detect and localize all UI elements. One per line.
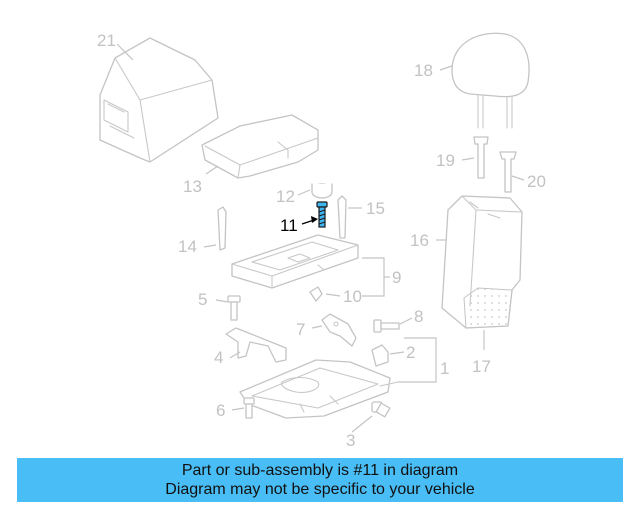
callout-9[interactable]: 9 xyxy=(392,268,401,287)
part-15-strap[interactable] xyxy=(337,195,347,239)
callout-8[interactable]: 8 xyxy=(414,307,423,326)
banner-disclaimer: Diagram may not be specific to your vehi… xyxy=(165,481,475,498)
part-16-seat-back[interactable] xyxy=(441,195,523,329)
part-14-strap[interactable] xyxy=(217,206,227,251)
callout-21[interactable]: 21 xyxy=(97,31,116,50)
callout-7[interactable]: 7 xyxy=(296,320,305,339)
callout-6[interactable]: 6 xyxy=(216,401,225,420)
callout-4[interactable]: 4 xyxy=(214,348,223,367)
part-11-bolt-highlighted[interactable] xyxy=(316,201,328,228)
part-2-block[interactable] xyxy=(371,344,389,367)
callout-19[interactable]: 19 xyxy=(436,151,455,170)
part-12-cap[interactable] xyxy=(311,183,333,199)
callout-11[interactable]: 11 xyxy=(280,216,298,235)
callout-17[interactable]: 17 xyxy=(472,357,491,376)
callout-3[interactable]: 3 xyxy=(346,431,355,450)
leader-lines xyxy=(116,43,525,433)
part-5-bolt[interactable] xyxy=(227,295,241,321)
info-banner: Part or sub-assembly is #11 in diagram D… xyxy=(17,458,623,502)
part-18-headrest[interactable] xyxy=(451,32,530,129)
callout-20[interactable]: 20 xyxy=(527,172,546,191)
part-3-bolt[interactable] xyxy=(371,401,391,418)
callout-13[interactable]: 13 xyxy=(183,177,202,196)
callout-14[interactable]: 14 xyxy=(178,237,197,256)
part-20-guide[interactable] xyxy=(499,151,517,193)
part-6-bolt[interactable] xyxy=(243,397,255,419)
part-7-bracket[interactable] xyxy=(321,313,357,347)
banner-part-note: Part or sub-assembly is #11 in diagram xyxy=(181,462,459,479)
part-8-bolt[interactable] xyxy=(373,319,400,333)
part-10-clip[interactable] xyxy=(309,286,323,302)
part-9-tray[interactable] xyxy=(231,234,359,289)
callout-15[interactable]: 15 xyxy=(366,199,385,218)
callout-2[interactable]: 2 xyxy=(406,343,415,362)
callout-16[interactable]: 16 xyxy=(410,231,429,250)
callout-10[interactable]: 10 xyxy=(343,287,362,306)
callout-12[interactable]: 12 xyxy=(276,187,295,206)
callout-labels: 21 13 12 11 15 14 9 10 18 19 20 16 17 5 … xyxy=(97,31,546,450)
part-21-console-box[interactable] xyxy=(99,37,219,163)
part-19-guide[interactable] xyxy=(473,136,489,179)
callout-1[interactable]: 1 xyxy=(440,359,449,378)
callout-5[interactable]: 5 xyxy=(198,290,207,309)
callout-18[interactable]: 18 xyxy=(414,61,433,80)
part-1-seat-frame[interactable] xyxy=(239,359,399,419)
part-4-link[interactable] xyxy=(225,327,287,363)
part-13-armrest-pad[interactable] xyxy=(201,114,319,179)
